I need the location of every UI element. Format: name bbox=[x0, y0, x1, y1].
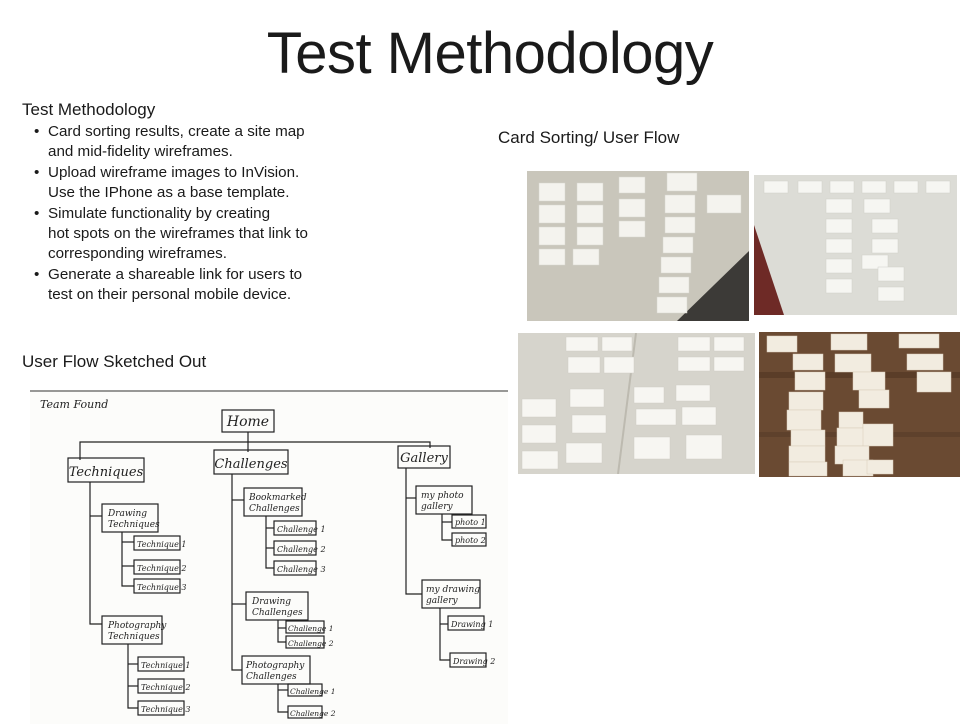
sketch-node-photo-1: photo 1 bbox=[455, 518, 486, 527]
sketch-node-ptechnique-2: Technique 2 bbox=[141, 683, 190, 692]
sketch-node-photo-techniques-1: Photography bbox=[107, 621, 167, 631]
methodology-heading: Test Methodology bbox=[22, 100, 156, 119]
methodology-list: Card sorting results, create a site map … bbox=[34, 122, 374, 306]
sketch-node-photo-challenges-2: Challenges bbox=[246, 672, 297, 682]
card-sorting-photo-3 bbox=[518, 333, 755, 474]
sketch-node-challenges: Challenges bbox=[214, 457, 287, 472]
sketch-node-photo-techniques-2: Techniques bbox=[108, 632, 160, 642]
card-sorting-photo-4 bbox=[759, 332, 960, 477]
bullet-line: Upload wireframe images to InVision. bbox=[48, 163, 300, 181]
sketch-node-dchallenge-1: Challenge 1 bbox=[288, 624, 334, 633]
bullet-line: Card sorting results, create a site map bbox=[48, 123, 305, 140]
sketch-node-pchallenge-1: Challenge 1 bbox=[290, 687, 336, 696]
sketch-note: Team Found bbox=[40, 398, 108, 411]
methodology-bullet: Card sorting results, create a site map … bbox=[34, 122, 374, 163]
sketch-node-bookmarked-2: Challenges bbox=[249, 504, 300, 514]
bullet-line: Generate a shareable link for users to bbox=[48, 265, 303, 283]
user-flow-heading: User Flow Sketched Out bbox=[22, 352, 207, 371]
user-flow-sketch: Team Found Home Techniques Challenges Ga… bbox=[30, 390, 508, 724]
bullet-line: corresponding wireframes. bbox=[48, 245, 227, 263]
sketch-node-challenge-1: Challenge 1 bbox=[277, 525, 326, 534]
card-sorting-photo-2 bbox=[754, 175, 957, 315]
sketch-node-drawing-challenges-1: Drawing bbox=[251, 597, 291, 607]
bullet-line: and mid-fidelity wireframes. bbox=[48, 143, 233, 161]
sketch-node-challenge-3: Challenge 3 bbox=[277, 565, 326, 574]
sketch-node-drawing-challenges-2: Challenges bbox=[252, 608, 303, 618]
sketch-node-ptechnique-3: Technique 3 bbox=[141, 705, 190, 714]
sketch-node-techniques: Techniques bbox=[69, 465, 144, 480]
sketch-node-my-drawing-gallery-2: gallery bbox=[426, 596, 459, 606]
bullet-line: test on their personal mobile device. bbox=[48, 286, 292, 304]
sketch-node-drawing-techniques-1: Drawing bbox=[107, 509, 147, 519]
methodology-bullet: Simulate functionality by creating hot s… bbox=[34, 204, 374, 265]
sketch-node-dchallenge-2: Challenge 2 bbox=[288, 639, 334, 648]
sketch-node-technique-1: Technique 1 bbox=[137, 540, 186, 549]
card-sorting-heading: Card Sorting/ User Flow bbox=[498, 128, 680, 147]
sketch-node-pchallenge-2: Challenge 2 bbox=[290, 709, 336, 718]
sketch-node-photo-2: photo 2 bbox=[455, 536, 486, 545]
sketch-node-challenge-2: Challenge 2 bbox=[277, 545, 326, 554]
sketch-node-my-photo-gallery-2: gallery bbox=[421, 502, 454, 512]
sketch-node-photo-challenges-1: Photography bbox=[245, 661, 305, 671]
sketch-node-gallery: Gallery bbox=[400, 451, 448, 466]
sketch-node-home: Home bbox=[226, 414, 269, 430]
card-sorting-photo-1 bbox=[527, 171, 749, 321]
sketch-node-drawing-techniques-2: Techniques bbox=[108, 520, 160, 530]
sketch-node-drawing-2: Drawing 2 bbox=[452, 657, 495, 666]
sketch-node-bookmarked-1: Bookmarked bbox=[248, 493, 307, 503]
methodology-bullet: Upload wireframe images to InVision. Use… bbox=[34, 163, 374, 204]
bullet-line: Simulate functionality by creating bbox=[48, 204, 271, 222]
sketch-node-technique-2: Technique 2 bbox=[137, 564, 186, 573]
sketch-node-technique-3: Technique 3 bbox=[137, 583, 186, 592]
sketch-node-drawing-1: Drawing 1 bbox=[450, 620, 493, 629]
sketch-node-my-photo-gallery-1: my photo bbox=[421, 491, 464, 501]
sketch-node-ptechnique-1: Technique 1 bbox=[141, 661, 190, 670]
page-title: Test Methodology bbox=[266, 21, 714, 86]
sketch-node-my-drawing-gallery-1: my drawing bbox=[426, 585, 480, 595]
methodology-bullet: Generate a shareable link for users to t… bbox=[34, 265, 374, 306]
bullet-line: Use the IPhone as a base template. bbox=[48, 184, 290, 202]
bullet-line: hot spots on the wireframes that link to bbox=[48, 225, 309, 243]
